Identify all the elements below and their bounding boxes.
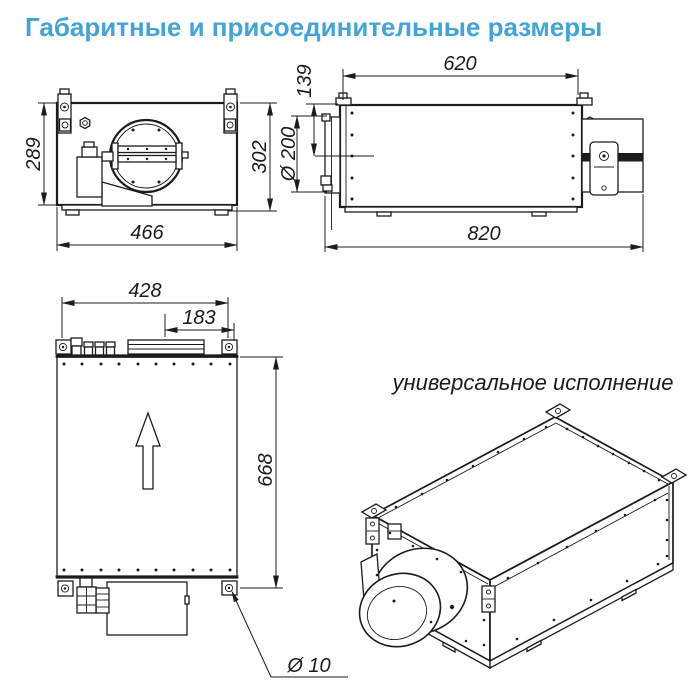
- mounting-clip: [481, 585, 496, 613]
- dimension-front-height: 289: [23, 102, 57, 206]
- svg-text:Ø 200: Ø 200: [278, 127, 300, 182]
- motor-housing: [106, 581, 190, 636]
- svg-text:183: 183: [182, 307, 215, 329]
- mounting-bracket: [57, 580, 74, 597]
- svg-text:428: 428: [128, 280, 161, 302]
- svg-text:302: 302: [249, 140, 271, 173]
- dimension-top-length: 668: [240, 356, 283, 589]
- top-view: 428 183 668 Ø 10: [55, 280, 348, 678]
- svg-text:620: 620: [443, 53, 476, 75]
- dimension-total-length: 820: [324, 194, 644, 252]
- dimension-axis-offset: 139: [294, 64, 338, 157]
- dimension-duct-diameter: Ø 200: [278, 115, 327, 193]
- mounting-bracket: [544, 403, 572, 419]
- inlet-flange: [320, 113, 341, 194]
- page-title: Габаритные и присоединительные размеры: [25, 12, 603, 42]
- cable-glands: [76, 577, 110, 614]
- outlet-duct: [581, 118, 644, 196]
- mount-hole-note: Ø 10: [231, 590, 348, 678]
- cable-glands: [70, 337, 116, 356]
- svg-text:466: 466: [130, 222, 164, 244]
- mounting-bracket: [57, 88, 72, 134]
- front-view: 289 302 466: [23, 88, 277, 251]
- isometric-view: универсальное исполнение: [358, 370, 688, 670]
- mounting-bracket: [221, 339, 238, 355]
- mounting-bracket: [660, 468, 688, 484]
- mounting-bracket: [360, 503, 388, 519]
- cable-gland: [79, 116, 91, 130]
- mounting-bracket: [221, 580, 238, 596]
- svg-text:668: 668: [255, 453, 277, 486]
- svg-text:820: 820: [467, 223, 500, 245]
- dimension-side-top-length: 620: [342, 53, 579, 100]
- damper-actuator: [76, 141, 153, 207]
- rivets: [375, 425, 669, 647]
- rivets: [62, 362, 232, 572]
- duct-opening-front: [105, 118, 189, 194]
- cable-gland: [387, 523, 402, 540]
- duct-spigot: [358, 547, 469, 648]
- mounting-clip: [365, 517, 380, 545]
- mounting-bracket: [223, 88, 238, 134]
- svg-text:Ø 10: Ø 10: [286, 655, 330, 677]
- mounting-bracket: [55, 339, 72, 355]
- inlet-flange-edge: [127, 339, 205, 355]
- rivets: [350, 111, 575, 201]
- svg-text:289: 289: [23, 137, 45, 171]
- dimension-flange-offset: 183: [164, 307, 235, 341]
- svg-text:139: 139: [294, 64, 316, 97]
- dimension-front-width: 466: [56, 207, 238, 251]
- duct-clamp: [589, 141, 619, 196]
- side-view: 620 139 Ø 200 820: [278, 53, 644, 252]
- iso-caption: универсальное исполнение: [391, 370, 674, 395]
- dimension-front-height-total: 302: [228, 102, 277, 212]
- bracket-tab: [576, 97, 593, 106]
- airflow-arrow: [135, 411, 161, 490]
